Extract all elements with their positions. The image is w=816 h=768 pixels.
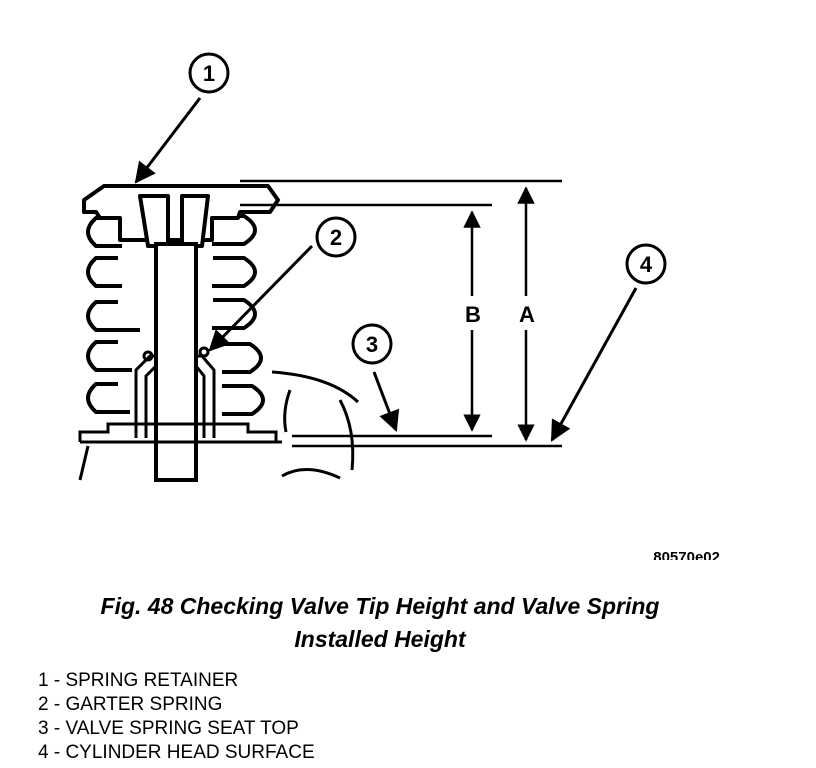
callout-1: 1 — [188, 52, 230, 94]
garter-spring-left — [142, 350, 154, 362]
callout-2: 2 — [315, 216, 357, 258]
spring-seat — [78, 370, 360, 481]
dimension-b-label: B — [465, 302, 481, 327]
dimension-a-label: A — [519, 302, 535, 327]
valve-stem — [154, 242, 198, 482]
valve-diagram: B A 1 2 3 4 80570e02 — [78, 52, 720, 560]
legend-item-spring-retainer: 1 - SPRING RETAINER — [38, 670, 239, 691]
caption-line-1: Fig. 48 Checking Valve Tip Height and Va… — [100, 593, 660, 619]
leader-arrows — [134, 97, 638, 442]
callout-4: 4 — [625, 243, 667, 285]
figure-code: 80570e02 — [653, 549, 720, 560]
legend-item-garter-spring: 2 - GARTER SPRING — [38, 694, 223, 715]
valve-stem-seal — [134, 346, 216, 438]
legend-item-valve-spring-seat-top: 3 - VALVE SPRING SEAT TOP — [38, 718, 299, 739]
svg-text:2: 2 — [330, 225, 342, 250]
svg-text:3: 3 — [366, 332, 378, 357]
svg-text:1: 1 — [203, 61, 215, 86]
figure-caption: Fig. 48 Checking Valve Tip Height and Va… — [0, 590, 760, 656]
svg-text:4: 4 — [640, 252, 653, 277]
spring-retainer — [82, 184, 280, 248]
garter-spring-right — [198, 346, 210, 358]
dimension-lines — [240, 179, 562, 448]
valve-spring — [86, 214, 265, 416]
legend-list: 1 - SPRING RETAINER 2 - GARTER SPRING 3 … — [38, 669, 315, 765]
callout-3: 3 — [351, 323, 393, 365]
legend-item-cylinder-head-surface: 4 - CYLINDER HEAD SURFACE — [38, 742, 315, 763]
caption-line-2: Installed Height — [294, 626, 466, 652]
